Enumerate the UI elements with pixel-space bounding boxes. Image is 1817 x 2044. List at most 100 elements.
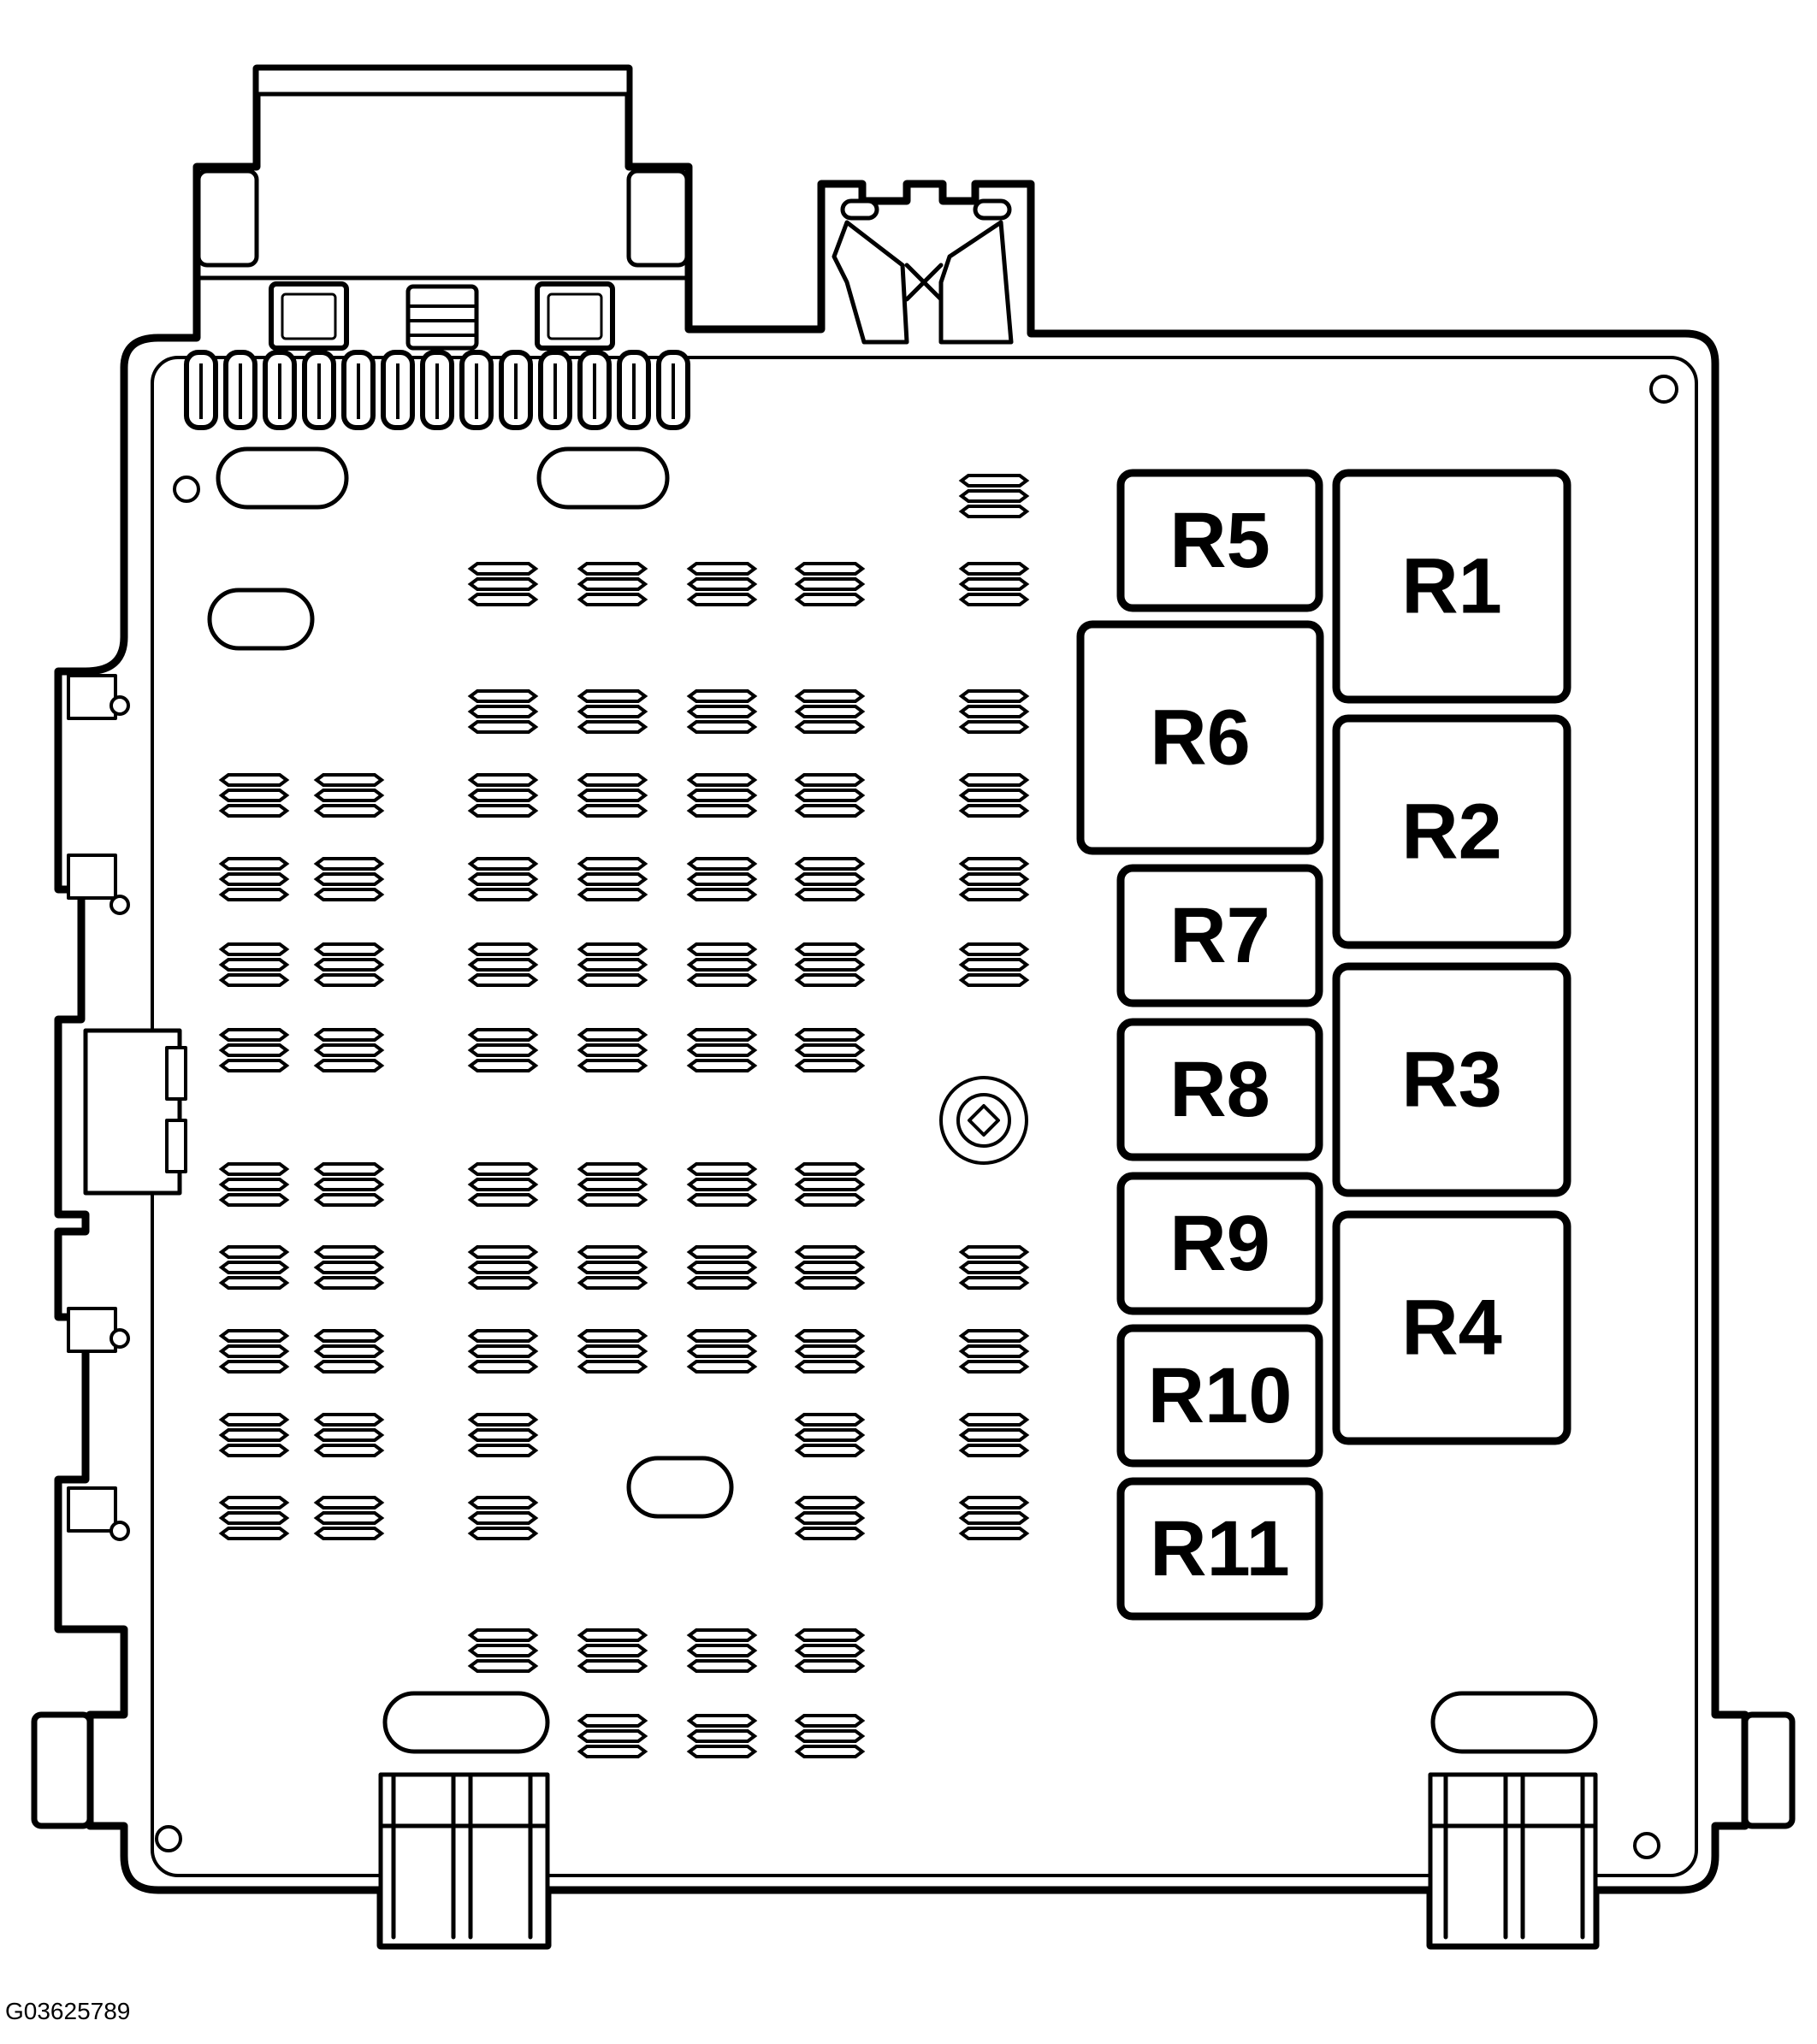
figure-code: G03625789: [5, 1998, 131, 2024]
relay-r11: R11: [1116, 1477, 1323, 1621]
fuse-slot: [686, 1245, 758, 1290]
fuse-slot: [577, 1628, 648, 1673]
fuse-slot: [958, 1496, 1030, 1540]
fuse-slot: [794, 1413, 866, 1457]
fuse-slot: [686, 1714, 758, 1758]
top-connector-latch: [405, 284, 479, 351]
fuse-slot: [577, 1162, 648, 1207]
fuse-slot: [794, 1162, 866, 1207]
fuse-slot: [467, 773, 539, 818]
fuse-slot: [958, 1245, 1030, 1290]
fuse-slot: [794, 1329, 866, 1373]
fuse-slot: [686, 1628, 758, 1673]
top-bracket: [832, 220, 1014, 345]
fuse-slot: [686, 1162, 758, 1207]
relay-label: R7: [1169, 892, 1270, 979]
relay-box: [1332, 1210, 1571, 1445]
fuse-slot: [467, 942, 539, 987]
fuse-slot: [218, 1162, 290, 1207]
relay-r4: R4: [1332, 1210, 1571, 1445]
relay-r9: R9: [1116, 1172, 1323, 1315]
mount-hole: [173, 476, 200, 503]
fuse-slot: [313, 1329, 385, 1373]
fuse-slot: [794, 1628, 866, 1673]
bottom-feet: [378, 1772, 1598, 1948]
fuse-slot: [686, 857, 758, 901]
fuse-slot: [794, 1028, 866, 1072]
mount-hole: [1633, 1832, 1660, 1859]
fuse-slot: [686, 562, 758, 606]
relay-box: [1116, 469, 1323, 612]
fuse-slot: [577, 773, 648, 818]
fuse-slot: [218, 1245, 290, 1290]
oval-bosses: [207, 446, 1598, 1754]
fuse-slot: [794, 1496, 866, 1540]
mount-hole: [155, 1825, 182, 1852]
fuse-slot: [958, 773, 1030, 818]
fuse-slot: [794, 773, 866, 818]
fuse-slot: [467, 1413, 539, 1457]
fuse-slot: [467, 1628, 539, 1673]
top-connector-window-left-inner: [281, 292, 337, 340]
fuse-slot: [313, 1028, 385, 1072]
relay-r8: R8: [1116, 1018, 1323, 1161]
fuse-slot: [577, 857, 648, 901]
relay-box: [1116, 1477, 1323, 1621]
fuse-slot: [686, 773, 758, 818]
fuse-slot: [958, 857, 1030, 901]
bottom-left-lug: [31, 1711, 93, 1829]
relay-label: R10: [1148, 1352, 1293, 1439]
fuse-slot: [794, 562, 866, 606]
fuse-slot: [794, 1245, 866, 1290]
fuse-slot: [218, 1496, 290, 1540]
relay-label: R1: [1401, 543, 1502, 630]
fuse-slot: [577, 1329, 648, 1373]
relay-r5: R5: [1116, 469, 1323, 612]
fuse-slot: [313, 942, 385, 987]
relay-box: [1332, 714, 1571, 949]
fuse-slot: [467, 1496, 539, 1540]
top-connector-window-right-inner: [547, 292, 603, 340]
relay-label: R2: [1401, 789, 1502, 876]
fuse-slot: [577, 1714, 648, 1758]
fuse-slot: [958, 942, 1030, 987]
connector-pins: [184, 350, 690, 430]
relay-label: R9: [1169, 1200, 1270, 1287]
fuse-slot: [467, 1245, 539, 1290]
relay-label: R6: [1150, 694, 1251, 782]
fuse-slot: [794, 942, 866, 987]
fuse-slots: [218, 474, 1030, 1758]
fuse-slot: [218, 1413, 290, 1457]
fuse-slot: [467, 562, 539, 606]
fuse-slot: [686, 1028, 758, 1072]
relay-r3: R3: [1332, 962, 1571, 1197]
fuse-slot: [218, 1028, 290, 1072]
fuse-slot: [467, 1028, 539, 1072]
relay-label: R3: [1401, 1037, 1502, 1124]
relay-r7: R7: [1116, 864, 1323, 1007]
relay-box: [1076, 620, 1324, 855]
relay-box: [1116, 1324, 1323, 1468]
fuse-slot: [686, 1329, 758, 1373]
fuse-slot: [794, 689, 866, 734]
relay-box: [1116, 864, 1323, 1007]
relay-box: [1332, 469, 1571, 704]
fuse-slot: [218, 857, 290, 901]
fuse-slot: [467, 1329, 539, 1373]
fuse-slot: [686, 942, 758, 987]
fuse-slot: [794, 857, 866, 901]
fuse-slot: [313, 857, 385, 901]
fuse-slot: [577, 942, 648, 987]
top-connector-left-ear: [196, 168, 259, 268]
fuse-slot: [467, 689, 539, 734]
relay-box: [1116, 1018, 1323, 1161]
relay-r6: R6: [1076, 620, 1324, 855]
fuse-slot: [958, 1329, 1030, 1373]
relay-label: R8: [1169, 1046, 1270, 1133]
relay-label: R5: [1169, 497, 1270, 584]
fuse-slot: [313, 773, 385, 818]
fuse-slot: [313, 1413, 385, 1457]
fuse-slot: [313, 1162, 385, 1207]
fuse-slot: [577, 1028, 648, 1072]
